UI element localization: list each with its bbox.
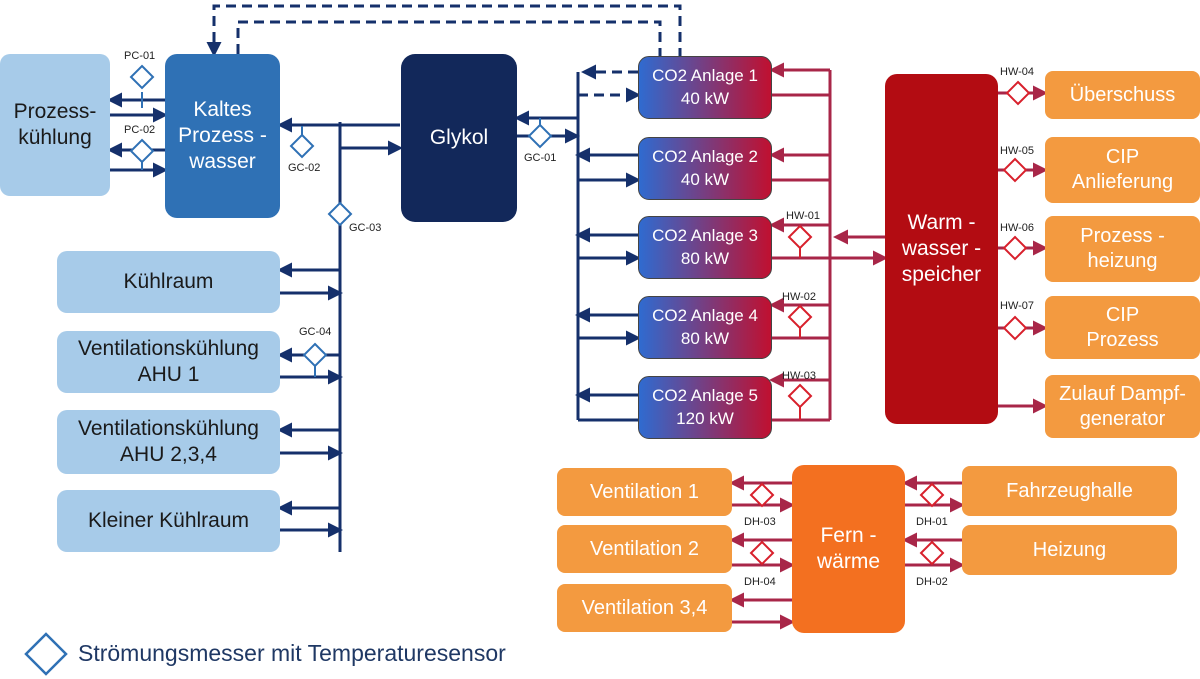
node-ventilationskuehlung-ahu1: Ventilationskühlung AHU 1 xyxy=(57,331,280,393)
sensor-pc02-icon xyxy=(129,138,155,170)
legend-label: Strömungsmesser mit Temperaturesensor xyxy=(78,640,506,666)
node-ueberschuss: Überschuss xyxy=(1045,71,1200,119)
node-glykol: Glykol xyxy=(401,54,517,222)
node-ventilation-1: Ventilation 1 xyxy=(557,468,732,516)
sensor-dh04-icon xyxy=(749,540,775,566)
node-kaltes-prozesswasser: Kaltes Prozess - wasser xyxy=(165,54,280,218)
node-heizung: Heizung xyxy=(962,525,1177,575)
sensor-label-hw01: HW-01 xyxy=(786,210,821,222)
sensor-gc04-icon xyxy=(302,342,328,377)
node-co2-anlage-5: CO2 Anlage 5 120 kW xyxy=(638,376,772,439)
sensor-label-dh01: DH-01 xyxy=(916,516,948,528)
sensor-dh01-icon xyxy=(919,482,945,508)
sensor-hw02-icon xyxy=(787,304,813,338)
sensor-hw01-icon xyxy=(787,224,813,258)
sensor-label-gc02: GC-02 xyxy=(288,162,321,174)
sensor-label-hw06: HW-06 xyxy=(1000,222,1035,234)
sensor-dh03-icon xyxy=(749,482,775,508)
sensor-hw03-icon xyxy=(787,383,813,420)
sensor-hw07-icon xyxy=(1002,315,1028,341)
sensor-label-hw04: HW-04 xyxy=(1000,66,1035,78)
sensor-label-hw07: HW-07 xyxy=(1000,300,1035,312)
sensor-label-dh04: DH-04 xyxy=(744,576,776,588)
node-cip-prozess: CIP Prozess xyxy=(1045,296,1200,359)
legend-diamond-icon xyxy=(24,632,68,676)
node-warmwasserspeicher: Warm - wasser - speicher xyxy=(885,74,998,424)
sensor-label-gc01: GC-01 xyxy=(524,152,557,164)
sensor-gc02-icon xyxy=(289,126,315,159)
node-ventilationskuehlung-ahu234: Ventilationskühlung AHU 2,3,4 xyxy=(57,410,280,474)
node-kleiner-kuehlraum: Kleiner Kühlraum xyxy=(57,490,280,552)
node-fernwaerme: Fern - wärme xyxy=(792,465,905,633)
sensor-dh02-icon xyxy=(919,540,945,566)
node-prozesskuehlung: Prozess- kühlung xyxy=(0,54,110,196)
node-fahrzeughalle: Fahrzeughalle xyxy=(962,466,1177,516)
sensor-hw04-icon xyxy=(1005,80,1031,106)
sensor-hw06-icon xyxy=(1002,235,1028,261)
node-prozessheizung: Prozess - heizung xyxy=(1045,216,1200,282)
sensor-label-hw03: HW-03 xyxy=(782,370,817,382)
sensor-label-dh02: DH-02 xyxy=(916,576,948,588)
node-ventilation-3-4: Ventilation 3,4 xyxy=(557,584,732,632)
sensor-label-hw05: HW-05 xyxy=(1000,145,1035,157)
node-co2-anlage-3: CO2 Anlage 3 80 kW xyxy=(638,216,772,279)
sensor-gc01-icon xyxy=(527,118,553,149)
sensor-hw05-icon xyxy=(1002,157,1028,183)
sensor-label-gc04: GC-04 xyxy=(299,326,332,338)
sensor-label-hw02: HW-02 xyxy=(782,291,817,303)
node-zulauf-dampfgenerator: Zulauf Dampf- generator xyxy=(1045,375,1200,438)
node-ventilation-2: Ventilation 2 xyxy=(557,525,732,573)
node-cip-anlieferung: CIP Anlieferung xyxy=(1045,137,1200,203)
node-co2-anlage-1: CO2 Anlage 1 40 kW xyxy=(638,56,772,119)
sensor-label-pc01: PC-01 xyxy=(124,50,156,62)
node-kuehlraum: Kühlraum xyxy=(57,251,280,313)
sensor-gc03-icon xyxy=(327,201,353,227)
sensor-label-gc03: GC-03 xyxy=(349,222,382,234)
node-co2-anlage-2: CO2 Anlage 2 40 kW xyxy=(638,137,772,200)
sensor-label-dh03: DH-03 xyxy=(744,516,776,528)
node-co2-anlage-4: CO2 Anlage 4 80 kW xyxy=(638,296,772,359)
sensor-label-pc02: PC-02 xyxy=(124,124,156,136)
sensor-pc01-icon xyxy=(129,64,155,108)
